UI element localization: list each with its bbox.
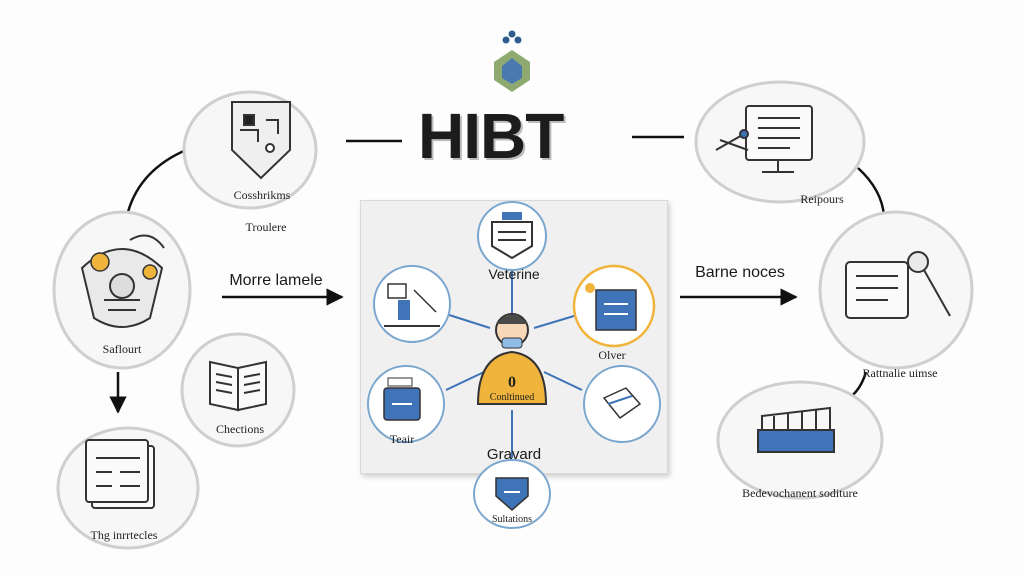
node-left-top: [373, 265, 451, 343]
label-bedevochant: Bedevochanent soditure: [742, 486, 858, 500]
node-veterine: [477, 201, 547, 271]
label-barne-noces: Barne noces: [695, 264, 785, 281]
document-search-icon: [845, 251, 951, 319]
label-gravard: Gravard: [486, 446, 542, 463]
logo-icon: [494, 30, 530, 92]
node-teair: [367, 365, 445, 443]
label-olver: Olver: [598, 348, 626, 362]
book-icon: [209, 360, 267, 412]
gear-cluster-icon: [80, 234, 165, 328]
label-chections: Chections: [216, 422, 264, 436]
label-repairs: Reipours: [800, 192, 844, 206]
label-constraints: Cosshrikms: [233, 188, 291, 202]
connectors: [109, 135, 886, 414]
document-stack-icon: [85, 439, 155, 509]
label-ratnalie: Rattnalie uimse: [862, 366, 938, 380]
person-icon: [476, 313, 548, 405]
label-teair: Teair: [389, 432, 415, 446]
label-continued: Conltinued: [489, 392, 535, 403]
shield-map-icon: [231, 101, 291, 180]
node-olver: [572, 264, 656, 348]
label-templates: Thg inrrtecles: [90, 528, 158, 542]
scale-bar-icon: [757, 406, 835, 453]
node-right-bottom: [583, 365, 661, 443]
label-sultations: Sultations: [491, 514, 533, 525]
curve-trouble-to-sailourt: [126, 148, 187, 213]
monitor-tools-icon: [715, 105, 813, 173]
node-sultations: [473, 459, 551, 529]
label-more-lamele: Morre lamele: [229, 272, 323, 289]
label-veterine: Veterine: [488, 266, 540, 282]
hub-spokes: [445, 266, 583, 458]
label-sailourt: Saflourt: [102, 342, 142, 356]
label-trouble: Troulere: [245, 220, 287, 234]
page-title: HIBT: [418, 100, 564, 172]
person-badge-number: 0: [508, 374, 516, 391]
